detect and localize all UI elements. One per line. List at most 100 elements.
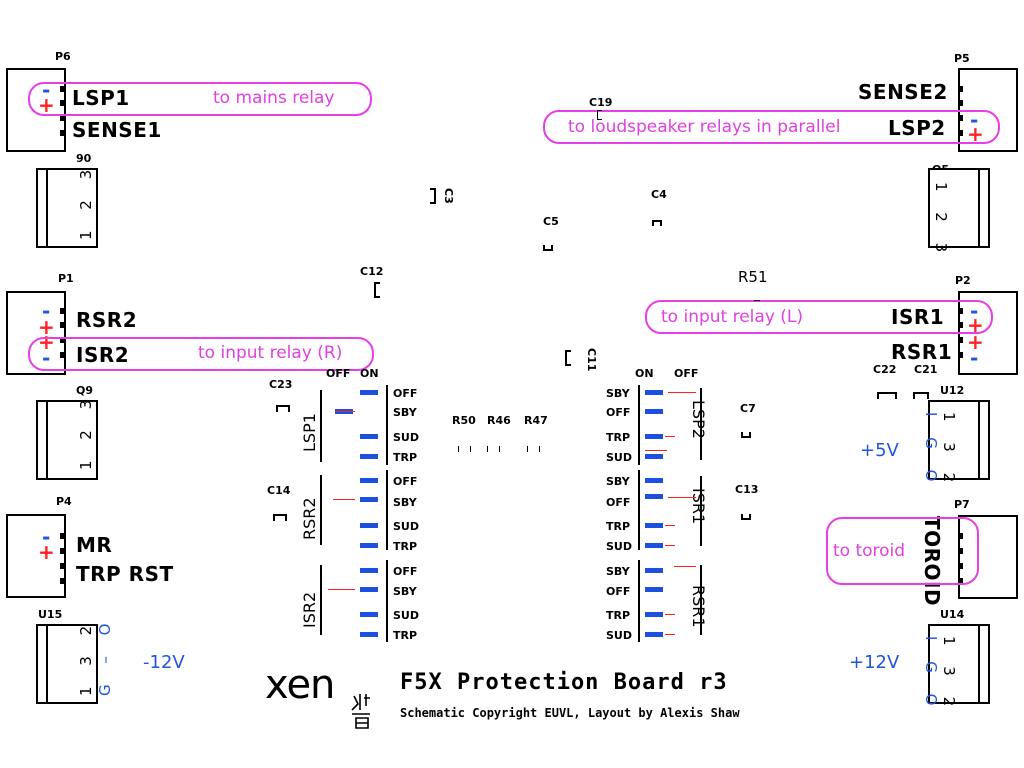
switch-trace xyxy=(665,614,675,615)
part-c5 xyxy=(543,245,553,251)
pin xyxy=(959,322,963,328)
switch-row-label: SUD xyxy=(393,520,419,533)
switch-on-indicator xyxy=(645,478,663,483)
pin-function-labels: I G O xyxy=(922,412,940,490)
pin xyxy=(959,578,963,584)
pin-function-labels: G – O xyxy=(96,615,114,696)
pin xyxy=(60,352,64,358)
transistor-tab xyxy=(46,170,48,246)
switch-on-indicator xyxy=(360,478,378,483)
divider xyxy=(638,470,640,550)
ref-p5: P5 xyxy=(954,52,970,65)
part-c19 xyxy=(597,110,602,120)
sign-negative: - xyxy=(42,78,51,102)
switch-row-label: SUD xyxy=(606,540,632,553)
switch-on-indicator xyxy=(645,543,663,548)
switch-on-indicator xyxy=(645,632,663,637)
board-title: F5X Protection Board r3 xyxy=(400,670,728,695)
switch-row-label: OFF xyxy=(393,387,418,400)
pin-label-trp-rst: TRP RST xyxy=(76,562,174,586)
callout-input-relay-r xyxy=(28,337,374,371)
pin xyxy=(959,115,963,121)
switch-row-label: TRP xyxy=(393,451,418,464)
header-left-off: OFF xyxy=(326,367,351,380)
pin xyxy=(959,86,963,92)
switch-row-label: SBY xyxy=(393,585,417,598)
switch-trace xyxy=(645,450,667,451)
voltage-label-u14: +12V xyxy=(849,652,900,673)
sign-negative: - xyxy=(42,299,51,323)
pin xyxy=(959,130,963,136)
switch-row-label: SUD xyxy=(393,609,419,622)
ref-p2: P2 xyxy=(955,274,971,287)
part-r47 xyxy=(539,446,540,452)
pin xyxy=(60,100,64,106)
sign-negative: - xyxy=(970,299,979,323)
ref-q6: 90 xyxy=(76,152,92,165)
pin xyxy=(959,352,963,358)
switch-row-label: TRP xyxy=(606,609,631,622)
sign-negative: - xyxy=(970,108,979,132)
ref-c22: C22 xyxy=(873,363,897,376)
sign-positive: + xyxy=(38,540,55,564)
divider xyxy=(320,475,322,545)
ref-u12: U12 xyxy=(940,384,965,397)
pin-label-sense2: SENSE2 xyxy=(858,80,948,104)
pin-function-labels: I G O xyxy=(922,636,940,714)
part-r47 xyxy=(527,446,528,452)
switch-on-indicator xyxy=(360,632,378,637)
regulator-tab xyxy=(46,626,48,702)
ref-c4: C4 xyxy=(651,188,667,201)
callout-mains-relay xyxy=(28,82,372,116)
switch-trace xyxy=(665,525,675,526)
pin xyxy=(60,337,64,343)
part-c22 xyxy=(877,392,897,399)
pin-label-isr2: ISR2 xyxy=(76,343,130,367)
switch-row-label: SBY xyxy=(606,565,630,578)
ref-c12: C12 xyxy=(360,265,384,278)
switch-trace xyxy=(333,499,355,500)
switch-on-indicator xyxy=(360,568,378,573)
pin-label-rsr2: RSR2 xyxy=(76,308,138,332)
switch-name-lsp1: LSP1 xyxy=(300,413,319,452)
transistor-tab xyxy=(978,170,980,246)
part-c12 xyxy=(374,282,380,298)
switch-row-label: SBY xyxy=(606,387,630,400)
callout-text-input-l: to input relay (L) xyxy=(661,307,804,327)
logo-xen: xen xyxy=(265,662,335,708)
callout-toroid xyxy=(826,517,979,585)
switch-on-indicator xyxy=(360,612,378,617)
pin-numbers: 1 3 2 xyxy=(940,412,958,491)
switch-on-indicator xyxy=(645,454,663,459)
switch-trace xyxy=(335,411,355,412)
switch-row-label: SBY xyxy=(606,475,630,488)
pin xyxy=(959,308,963,314)
ref-r50: R50 xyxy=(452,414,476,427)
part-r50 xyxy=(470,446,471,452)
pin-label-mr: MR xyxy=(76,533,113,557)
callout-loudspeaker-relays xyxy=(543,110,1000,144)
switch-name-rsr1: RSR1 xyxy=(689,585,708,628)
pin xyxy=(959,337,963,343)
ref-c11: C11 xyxy=(585,348,598,372)
sign-negative: - xyxy=(42,346,51,370)
callout-text-input-r: to input relay (R) xyxy=(198,343,343,363)
switch-row-label: OFF xyxy=(606,406,631,419)
part-c23 xyxy=(276,405,290,412)
switch-on-indicator xyxy=(360,454,378,459)
switch-row-label: OFF xyxy=(393,475,418,488)
switch-trace xyxy=(665,436,675,437)
divider xyxy=(386,470,388,550)
ref-u15: U15 xyxy=(38,608,63,621)
divider xyxy=(386,560,388,642)
voltage-label-u12: +5V xyxy=(860,440,899,461)
sign-positive: + xyxy=(38,315,55,339)
pin-label-rsr1: RSR1 xyxy=(891,340,953,364)
part-r50 xyxy=(458,446,459,452)
ref-c19: C19 xyxy=(589,96,613,109)
switch-name-lsp2: LSP2 xyxy=(689,400,708,439)
part-c11 xyxy=(565,350,571,366)
divider xyxy=(700,388,702,460)
header-right-off: OFF xyxy=(674,367,699,380)
switch-trace xyxy=(665,634,675,635)
